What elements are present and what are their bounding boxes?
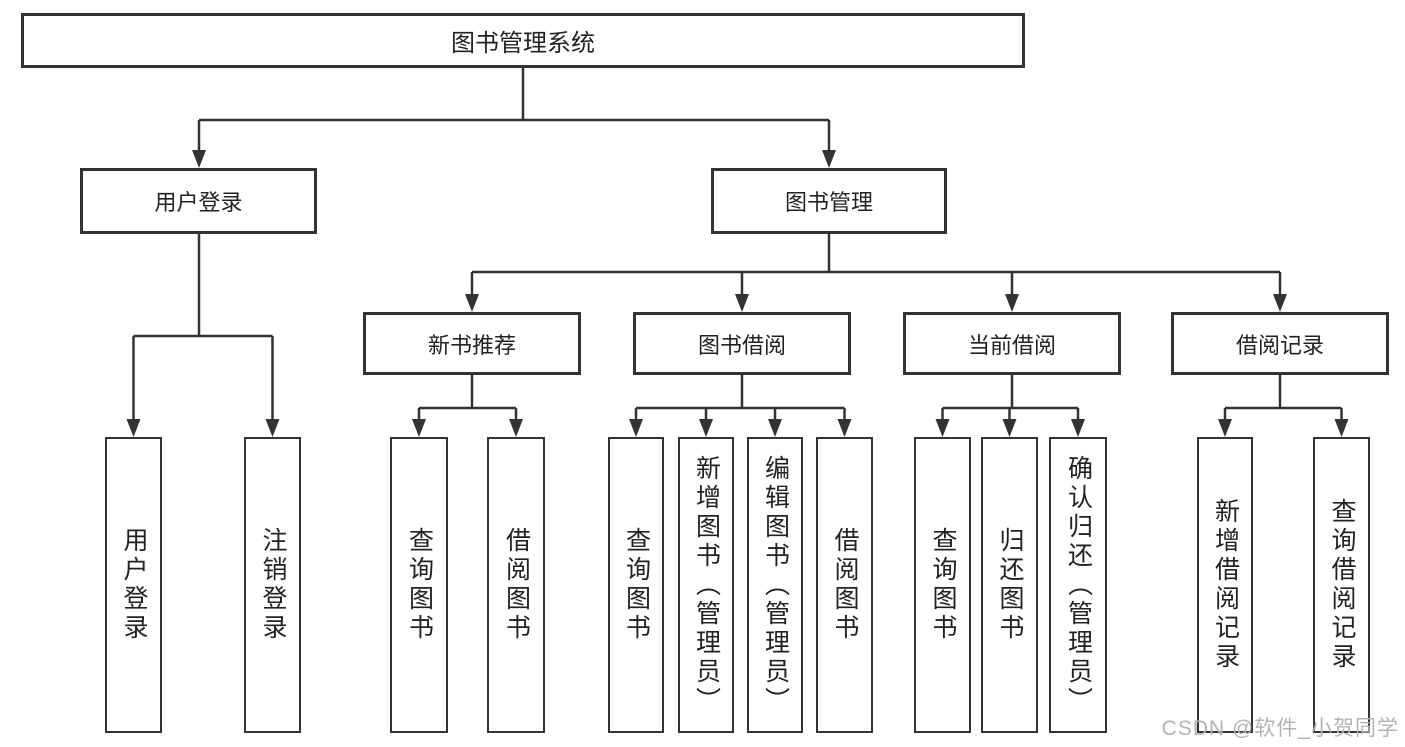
leaf-label: 查询图书	[622, 527, 651, 643]
leaf-query-books-current: 查询图书	[914, 437, 971, 733]
node-label: 图书借阅	[697, 332, 786, 358]
leaf-label: 编辑图书（管理员）	[761, 454, 790, 716]
leaf-label: 用户登录	[120, 527, 148, 643]
node-root-library-system: 图书管理系统	[21, 13, 1025, 68]
leaf-label: 确认归还（管理员）	[1064, 454, 1093, 716]
leaf-label: 查询借阅记录	[1328, 498, 1356, 672]
node-book-management: 图书管理	[711, 168, 947, 234]
leaf-user-login: 用户登录	[105, 437, 162, 733]
leaf-query-books-recommend: 查询图书	[390, 437, 448, 733]
node-label: 用户登录	[154, 190, 243, 215]
node-user-login: 用户登录	[80, 168, 317, 234]
leaf-query-borrow-record: 查询借阅记录	[1313, 437, 1370, 733]
node-borrowing-records: 借阅记录	[1171, 312, 1389, 375]
leaf-borrow-books: 借阅图书	[816, 437, 873, 733]
node-label: 图书管理系统	[451, 30, 595, 57]
node-label: 借阅记录	[1235, 332, 1324, 358]
leaf-query-books-borrow: 查询图书	[608, 437, 664, 733]
leaf-logout: 注销登录	[244, 437, 301, 733]
leaf-label: 注销登录	[259, 527, 287, 643]
leaf-add-book-admin: 新增图书（管理员）	[678, 437, 734, 733]
node-book-borrowing: 图书借阅	[633, 312, 851, 375]
leaf-borrow-books-recommend: 借阅图书	[487, 437, 545, 733]
leaf-label: 查询图书	[405, 527, 434, 643]
leaf-confirm-return-admin: 确认归还（管理员）	[1049, 437, 1107, 733]
leaf-edit-book-admin: 编辑图书（管理员）	[747, 437, 803, 733]
leaf-add-borrow-record: 新增借阅记录	[1197, 437, 1253, 733]
node-label: 当前借阅	[967, 332, 1056, 358]
leaf-label: 归还图书	[996, 527, 1024, 643]
leaf-label: 查询图书	[929, 527, 957, 643]
node-current-borrowing: 当前借阅	[903, 312, 1121, 375]
node-new-book-recommend: 新书推荐	[363, 312, 581, 375]
node-label: 图书管理	[784, 190, 873, 215]
leaf-label: 借阅图书	[502, 527, 531, 643]
leaf-label: 新增图书（管理员）	[692, 454, 721, 716]
leaf-return-book: 归还图书	[981, 437, 1038, 733]
csdn-watermark: CSDN @软件_小贺同学	[1161, 717, 1399, 740]
node-label: 新书推荐	[427, 332, 516, 358]
leaf-label: 借阅图书	[831, 527, 859, 643]
leaf-label: 新增借阅记录	[1211, 498, 1240, 672]
